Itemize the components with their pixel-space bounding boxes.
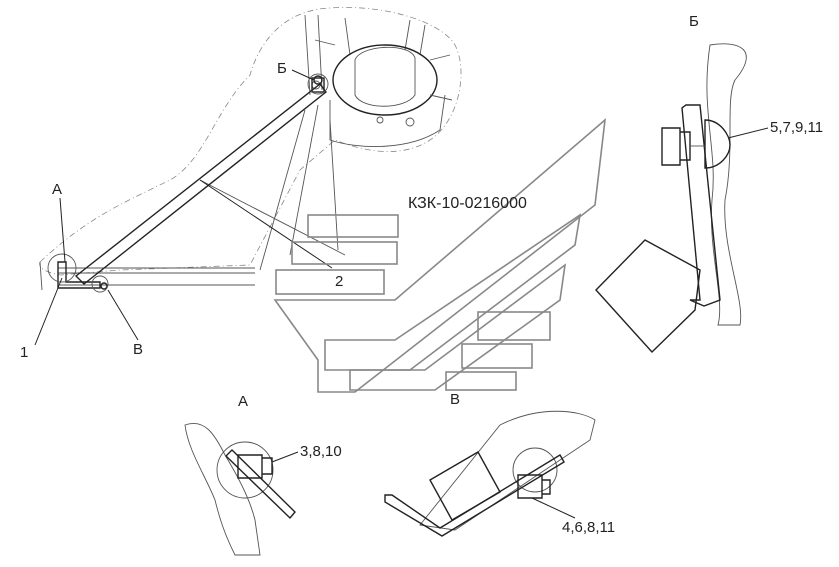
leader-b [291,69,315,81]
view-v-bolt [517,474,551,499]
leader-v [107,289,139,341]
drawing-number: КЗК-10-0216000 [408,195,527,212]
view-b: Б 5,7,9,11 [595,13,823,354]
view-a-leader [271,451,299,463]
callout-item-2: 2 [335,273,343,290]
machine-body-outline [39,7,462,276]
view-b-circle [307,73,329,95]
view-a-circle [47,253,77,283]
view-a-bolt [237,454,273,479]
view-b-title: Б [689,13,699,30]
view-v: В 4,6,8,11 [384,391,615,537]
view-a-bracket [225,449,296,520]
view-v-leader [531,497,576,519]
leader-a [59,197,66,263]
view-b-bracket [681,104,721,307]
view-v-wall [419,410,596,531]
callout-b: Б [277,60,287,77]
view-b-wall [706,43,747,326]
leader-1 [34,277,63,346]
callout-item-1: 1 [20,344,28,361]
main-view: А Б В 1 2 [20,7,462,361]
view-a: А 3,8,10 [184,393,342,556]
leader-2 [199,179,333,269]
callout-v: В [133,341,143,358]
view-a-callout: 3,8,10 [300,443,342,460]
view-b-leader [727,127,769,139]
view-b-block [595,239,701,354]
watermark-logo [273,118,607,393]
view-v-callout: 4,6,8,11 [562,519,615,536]
view-v-bracket [384,454,565,537]
strut-item-2 [57,75,327,290]
view-v-circle [91,275,109,293]
view-b-callout: 5,7,9,11 [770,119,823,136]
view-a-title: А [238,393,248,410]
view-v-block [429,451,501,521]
view-b-bolt [661,119,731,169]
hopper-assembly [304,14,453,147]
view-v-title: В [450,391,460,408]
view-a-wall [184,423,261,556]
callout-a: А [52,181,62,198]
